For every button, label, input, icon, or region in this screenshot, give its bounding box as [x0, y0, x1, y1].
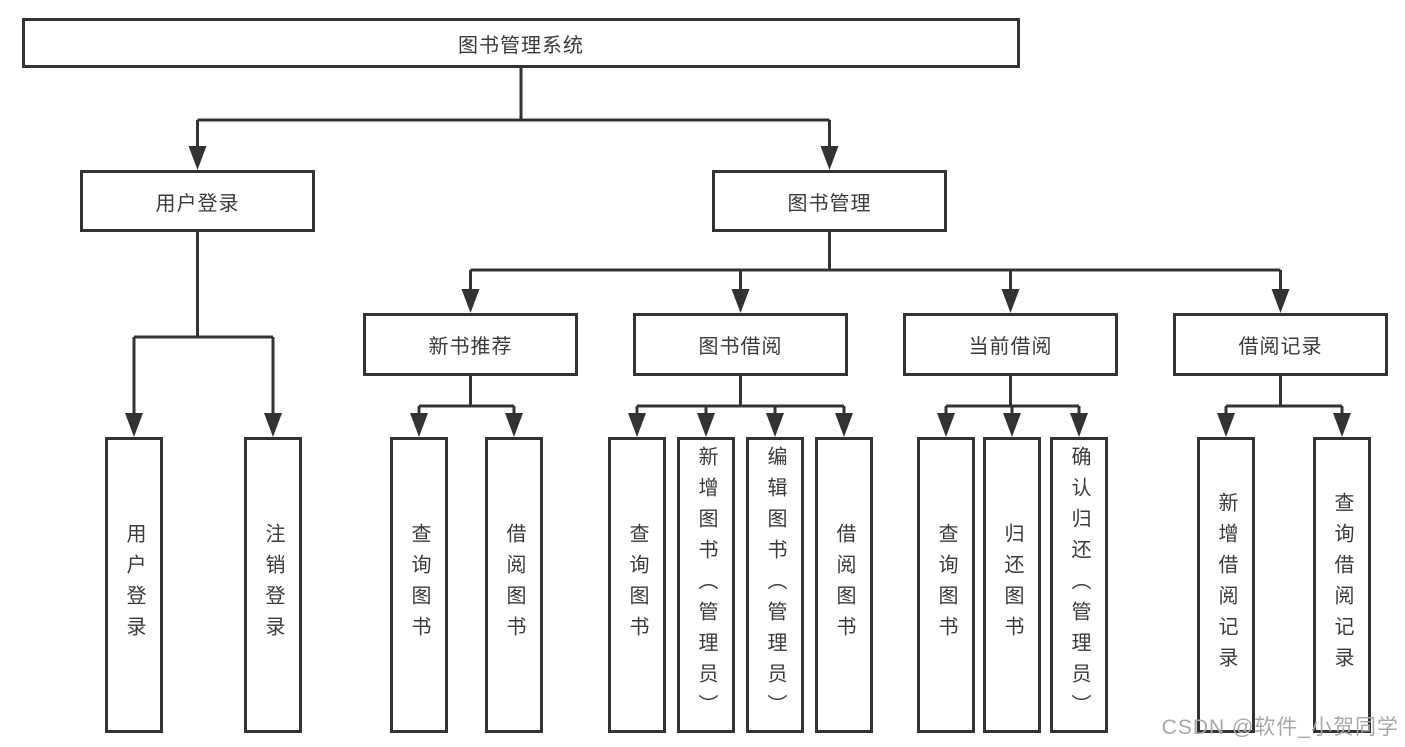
- leaf-borrow-books-2: 借阅图书: [815, 437, 873, 733]
- csdn-watermark: CSDN @软件_小贺同学: [1161, 716, 1399, 739]
- node-new-book-recommendation: 新书推荐: [363, 313, 578, 376]
- leaf-logout: 注销登录: [244, 437, 302, 733]
- leaf-add-borrow-record: 新增借阅记录: [1197, 437, 1255, 733]
- node-label: 图书管理系统: [458, 34, 584, 57]
- node-label: 新书推荐: [428, 336, 513, 358]
- node-label: 查询图书: [408, 523, 430, 647]
- node-user-login: 用户登录: [80, 170, 315, 232]
- node-label: 查询借阅记录: [1331, 492, 1353, 678]
- leaf-add-books-admin: 新增图书（管理员）: [677, 437, 735, 733]
- leaf-query-books-3: 查询图书: [917, 437, 975, 733]
- leaf-return-books: 归还图书: [983, 437, 1041, 733]
- node-label: 当前借阅: [968, 336, 1053, 358]
- leaf-user-login: 用户登录: [105, 437, 163, 733]
- leaf-query-books: 查询图书: [390, 437, 448, 733]
- leaf-edit-books-admin: 编辑图书（管理员）: [746, 437, 804, 733]
- node-label: 编辑图书（管理员）: [764, 445, 786, 725]
- node-label: 图书借阅: [698, 336, 783, 358]
- leaf-confirm-return-admin: 确认归还（管理员）: [1050, 437, 1108, 733]
- node-current-borrowing: 当前借阅: [903, 313, 1118, 376]
- node-label: 归还图书: [1001, 523, 1023, 647]
- node-label: 查询图书: [935, 523, 957, 647]
- node-label: 借阅图书: [503, 523, 525, 647]
- node-label: 注销登录: [262, 523, 284, 647]
- node-label: 用户登录: [155, 192, 240, 215]
- arrowheads: [125, 146, 1351, 437]
- node-borrowing-records: 借阅记录: [1173, 313, 1388, 376]
- leaf-query-books-2: 查询图书: [608, 437, 666, 733]
- node-book-borrowing: 图书借阅: [633, 313, 848, 376]
- node-label: 查询图书: [626, 523, 648, 647]
- node-label: 确认归还（管理员）: [1068, 445, 1090, 725]
- node-book-management: 图书管理: [712, 170, 947, 232]
- leaf-query-borrow-record: 查询借阅记录: [1313, 437, 1371, 733]
- leaf-borrow-books: 借阅图书: [485, 437, 543, 733]
- node-library-management-system: 图书管理系统: [22, 18, 1020, 68]
- node-label: 新增图书（管理员）: [695, 445, 717, 725]
- node-label: 新增借阅记录: [1215, 492, 1237, 678]
- node-label: 用户登录: [123, 523, 145, 647]
- node-label: 借阅记录: [1238, 336, 1323, 358]
- node-label: 图书管理: [787, 192, 872, 215]
- node-label: 借阅图书: [833, 523, 855, 647]
